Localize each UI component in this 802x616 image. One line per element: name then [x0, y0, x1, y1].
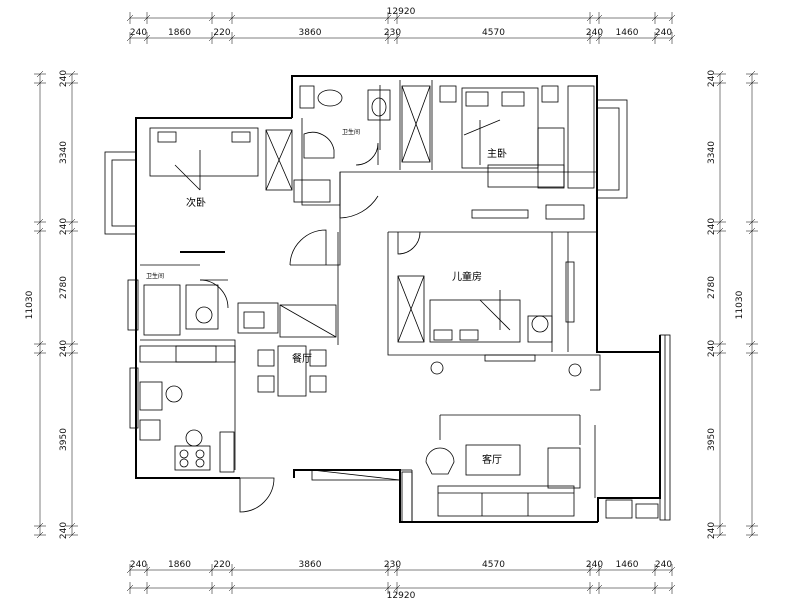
furniture — [139, 85, 659, 523]
dimension-segment-label: 240 — [707, 340, 717, 357]
top-dimension-lines: 12920 240 1860 220 3860 230 4570 240 1460 240 — [126, 7, 676, 44]
bed-master-bedroom — [461, 87, 539, 169]
dimension-segment-label: 3340 — [707, 141, 717, 164]
bottom-dimension-lines: 12920 240 1860 220 3860 230 4570 240 1460 240 — [126, 560, 676, 601]
dimension-segment-label: 1460 — [616, 560, 639, 570]
dimension-segment-label: 240 — [130, 560, 147, 570]
dimension-segment-label: 240 — [59, 340, 69, 357]
dimension-segment-label: 3950 — [59, 428, 69, 451]
room-label-bathroom-top: 卫生间 — [342, 128, 360, 136]
dimension-segment-label: 4570 — [482, 560, 505, 570]
room-label-master-bedroom: 主卧 — [487, 147, 507, 160]
top-total-dimension: 12920 — [387, 7, 416, 17]
coffee-table — [465, 444, 521, 476]
sofa — [437, 485, 575, 517]
dimension-segment-label: 240 — [707, 70, 717, 87]
room-label-living-room: 客厅 — [482, 453, 502, 466]
room-label-second-bedroom: 次卧 — [186, 196, 206, 209]
bottom-total-dimension: 12920 — [387, 591, 416, 601]
dimension-segment-label: 1860 — [168, 28, 191, 38]
dining-table — [277, 345, 307, 397]
right-total-dimension: 11030 — [735, 290, 745, 319]
doors — [199, 142, 421, 513]
dimension-segment-label: 240 — [130, 28, 147, 38]
dimension-segment-label: 240 — [707, 218, 717, 235]
dimension-segment-label: 240 — [707, 522, 717, 539]
dimension-segment-label: 240 — [59, 70, 69, 87]
right-dimension-lines: 11030 240 3340 240 2780 240 3950 240 — [707, 70, 758, 539]
bed-second-bedroom — [149, 127, 259, 177]
dimension-segment-label: 240 — [655, 28, 672, 38]
dimension-segment-label: 230 — [384, 560, 401, 570]
dimension-segment-label: 220 — [213, 560, 230, 570]
dimension-segment-label: 240 — [655, 560, 672, 570]
dimension-segment-label: 240 — [586, 28, 603, 38]
room-label-kids-room: 儿童房 — [452, 270, 482, 283]
dimension-segment-label: 1460 — [616, 28, 639, 38]
bed-kids-room — [429, 299, 521, 343]
dimension-segment-label: 3860 — [299, 28, 322, 38]
dimension-segment-label: 240 — [59, 522, 69, 539]
left-dimension-lines: 11030 240 3340 240 2780 240 3950 240 — [25, 70, 78, 539]
room-labels: 主卧 次卧 儿童房 客厅 餐厅 卫生间 卫生间 — [146, 128, 507, 466]
dimension-segment-label: 230 — [384, 28, 401, 38]
dimension-segment-label: 1860 — [168, 560, 191, 570]
left-total-dimension: 11030 — [25, 290, 35, 319]
room-label-bathroom-left: 卫生间 — [146, 272, 164, 280]
dimension-segment-label: 240 — [586, 560, 603, 570]
dimension-segment-label: 3950 — [707, 428, 717, 451]
dimension-segment-label: 4570 — [482, 28, 505, 38]
dimension-segment-label: 3860 — [299, 560, 322, 570]
dimension-segment-label: 240 — [59, 218, 69, 235]
dimension-segment-label: 2780 — [59, 276, 69, 299]
dimension-segment-label: 3340 — [59, 141, 69, 164]
room-label-dining-room: 餐厅 — [292, 352, 312, 365]
windows — [104, 99, 671, 521]
dimension-segment-label: 2780 — [707, 276, 717, 299]
dimension-segment-label: 220 — [213, 28, 230, 38]
